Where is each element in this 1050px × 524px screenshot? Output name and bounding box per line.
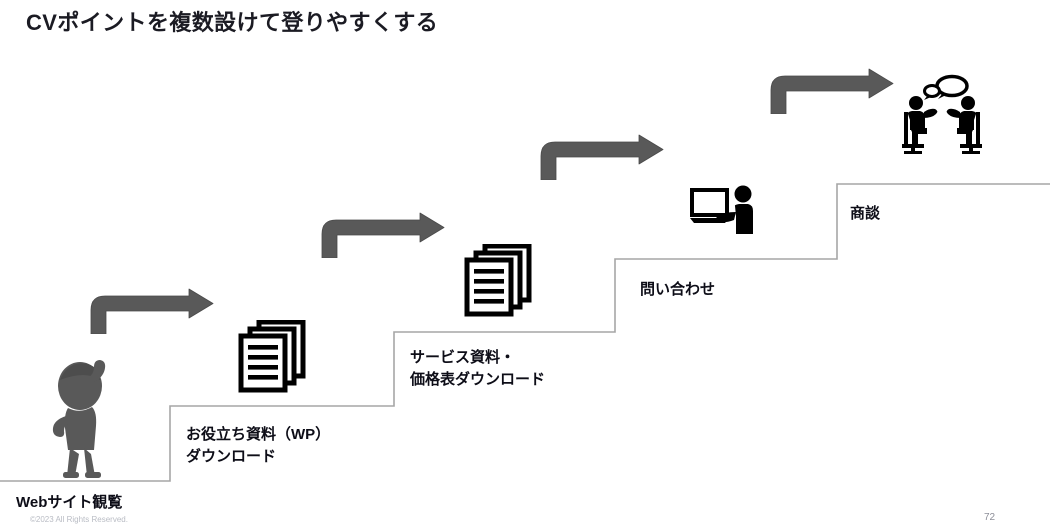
page-number: 72: [984, 512, 996, 522]
step-label-service-doc: サービス資料・ 価格表ダウンロード: [410, 349, 546, 388]
arrow-2-shape: [321, 212, 445, 258]
page-title: CVポイントを複数設けて登りやすくする: [26, 10, 439, 35]
step-label-website: Webサイト観覧: [16, 494, 123, 511]
arrow-4-shape: [770, 68, 894, 114]
step-label-meeting: 商談: [850, 205, 881, 222]
arrow-1: [90, 288, 214, 334]
step-label-inquiry: 問い合わせ: [640, 281, 716, 298]
arrow-2: [321, 212, 445, 258]
staircase-path: [0, 183, 1050, 482]
arrow-4: [770, 68, 894, 114]
arrow-1-shape: [90, 288, 214, 334]
person-looking-up-icon: [52, 360, 106, 478]
arrow-3-shape: [540, 134, 664, 180]
two-people-meeting-icon: [902, 74, 982, 154]
arrow-3: [540, 134, 664, 180]
step-label-whitepaper: お役立ち資料（WP） ダウンロード: [186, 426, 331, 465]
stacked-documents-icon: [464, 244, 532, 317]
stacked-documents-icon: [238, 320, 306, 393]
person-at-laptop-icon: [690, 185, 753, 234]
copyright-text: ©2023 All Rights Reserved.: [30, 515, 128, 524]
